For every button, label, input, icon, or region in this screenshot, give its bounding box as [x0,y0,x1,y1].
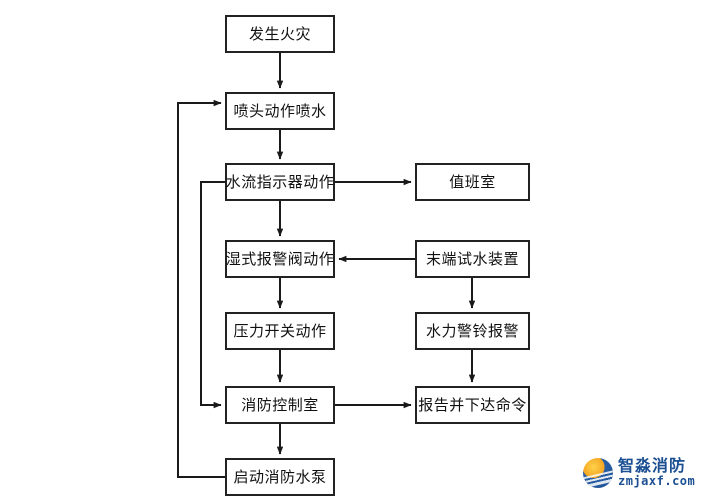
node-pressure-switch[interactable]: 压力开关动作 [225,312,335,350]
watermark: 智淼消防 zmjaxf.com [583,456,696,489]
brand-logo-icon [583,458,613,488]
watermark-text: 智淼消防 zmjaxf.com [618,456,696,489]
node-label: 喷头动作喷水 [233,101,327,120]
node-duty-room[interactable]: 值班室 [415,163,530,201]
node-wet-alarm-valve[interactable]: 湿式报警阀动作 [225,240,335,278]
node-end-test-water-device[interactable]: 末端试水装置 [415,240,530,278]
node-start-fire-pump[interactable]: 启动消防水泵 [225,458,335,496]
node-fire-control-room[interactable]: 消防控制室 [225,386,335,424]
node-fire-occurs[interactable]: 发生火灾 [225,15,335,53]
node-label: 湿式报警阀动作 [225,249,335,268]
node-label: 消防控制室 [241,395,319,414]
node-label: 发生火灾 [248,24,311,43]
node-water-flow-indicator[interactable]: 水流指示器动作 [225,163,335,201]
node-hydraulic-alarm-bell[interactable]: 水力警铃报警 [415,312,530,350]
edge-feedback-start-pump-to-sprinkler [177,99,225,478]
node-label: 报告并下达命令 [418,395,527,414]
node-label: 启动消防水泵 [233,467,327,486]
node-label: 压力开关动作 [233,321,327,340]
node-label: 值班室 [449,172,496,191]
brand-url: zmjaxf.com [618,474,696,489]
node-label: 末端试水装置 [425,249,519,268]
node-label: 水流指示器动作 [225,172,335,191]
node-sprinkler-sprays-water[interactable]: 喷头动作喷水 [225,92,335,130]
brand-name: 智淼消防 [618,456,687,476]
node-report-and-issue-order[interactable]: 报告并下达命令 [415,386,530,424]
node-label: 水力警铃报警 [425,321,519,340]
edge-feedback-flow-indicator-to-control-room [200,181,225,409]
